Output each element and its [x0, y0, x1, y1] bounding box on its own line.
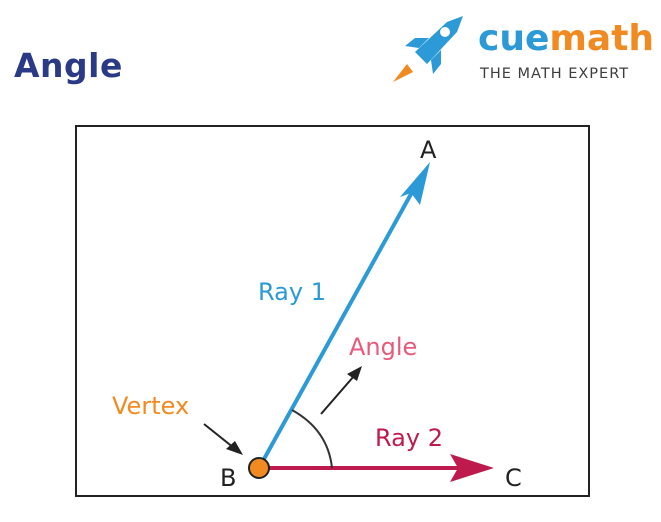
ray-2-arrowhead [450, 454, 494, 482]
logo-word-math: math [549, 18, 655, 59]
angle-pointer-arrowhead [347, 366, 362, 381]
angle-pointer-line [320, 375, 355, 415]
cuemath-logo: cuemath THE MATH EXPERT [385, 12, 655, 92]
logo-wordmark: cuemath [478, 21, 654, 57]
page-title: Angle [14, 46, 123, 85]
angle-label: Angle [349, 333, 417, 361]
diagram-frame [75, 125, 590, 497]
rocket-icon [393, 16, 463, 82]
point-c-label: C [505, 464, 522, 492]
vertex-pointer-line [203, 423, 235, 449]
ray-1-arrowhead [400, 162, 430, 205]
vertex-point [248, 457, 270, 479]
vertex-pointer-arrowhead [226, 441, 243, 455]
ray-2-label: Ray 2 [375, 424, 443, 452]
ray-1-label: Ray 1 [258, 278, 326, 306]
angle-arc [291, 409, 333, 469]
logo-tagline: THE MATH EXPERT [480, 66, 630, 82]
ray-1-line [257, 184, 418, 469]
logo-word-cue: cue [478, 18, 550, 59]
point-b-label: B [220, 464, 236, 492]
vertex-label: Vertex [112, 392, 189, 420]
point-a-label: A [420, 136, 437, 164]
